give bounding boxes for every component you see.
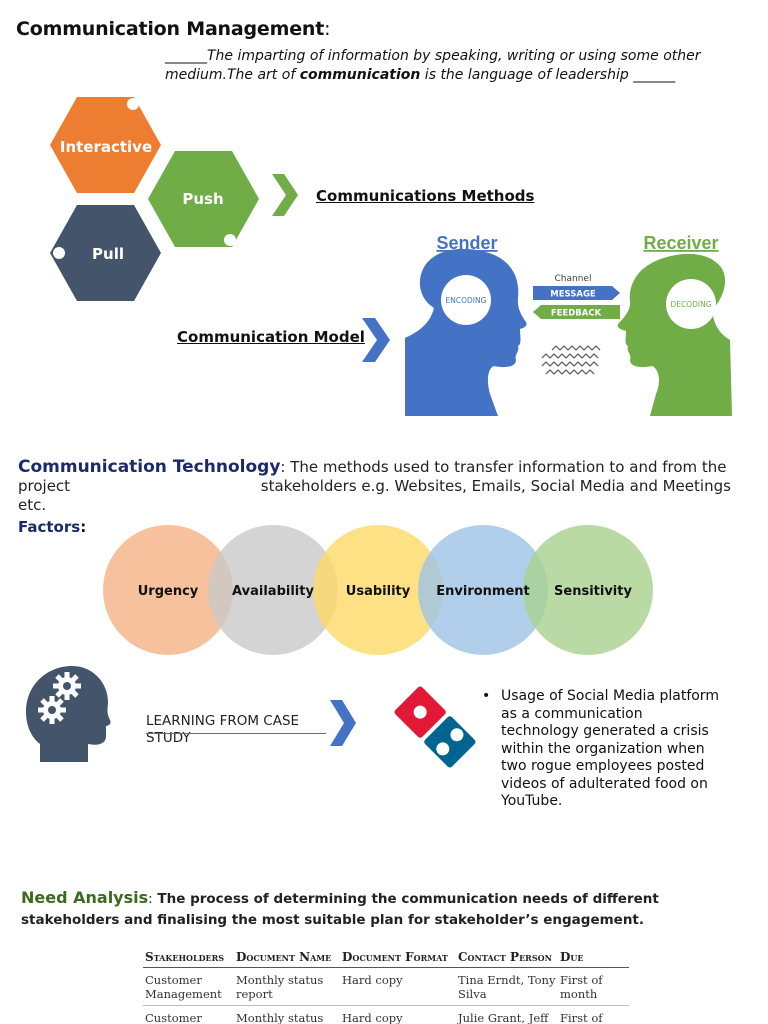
noise-icon <box>541 345 601 375</box>
hexagon-pull: Pull <box>50 205 161 301</box>
factor-circle-environment <box>418 525 548 655</box>
dominos-logo <box>392 684 478 770</box>
table-header: Due <box>558 948 629 968</box>
table-cell: Hard copy <box>340 967 456 1006</box>
feedback-arrow <box>533 305 620 319</box>
bullet-dot: • <box>482 688 491 704</box>
encoding-label: ENCODING <box>446 296 487 305</box>
technology-section: Communication Technology: The methods us… <box>18 457 736 515</box>
hexagon-interactive: Interactive <box>50 97 161 193</box>
hexagon-label-interactive: Interactive <box>60 138 152 156</box>
table-cell: Monthly status report <box>234 967 340 1006</box>
table-cell: Hard copy <box>340 1005 456 1024</box>
chevron-right-icon <box>272 174 298 216</box>
communication-model-diagram: Sender Receiver ENCODING DECODING Channe… <box>405 233 732 416</box>
case-study-label: LEARNING FROM CASE STUDY <box>146 713 300 746</box>
communication-model-label: Communication Model <box>177 328 365 346</box>
hexagon-push: Push <box>148 151 259 247</box>
technology-heading: Communication Technology <box>18 457 281 477</box>
table-row: Customer Management Monthly status repor… <box>143 967 629 1006</box>
factor-label-availability: Availability <box>232 584 314 599</box>
factor-circle-availability <box>208 525 338 655</box>
case-study-bullet: • Usage of Social Media platform as a co… <box>482 688 722 811</box>
sender-head-icon <box>405 248 527 416</box>
message-arrow <box>533 286 620 300</box>
message-label: MESSAGE <box>550 290 596 300</box>
table-cell: First of month <box>558 1005 629 1024</box>
factors-heading: Factors: <box>18 518 87 536</box>
feedback-label: FEEDBACK <box>551 309 602 319</box>
head-gears-icon <box>26 666 111 762</box>
decoding-label: DECODING <box>670 300 711 309</box>
chevron-right-icon <box>330 700 356 746</box>
table-cell: Customer Management <box>143 967 234 1006</box>
hexagon-label-pull: Pull <box>92 245 124 263</box>
factor-circle-usability <box>313 525 443 655</box>
factor-circle-urgency <box>103 525 233 655</box>
channel-label: Channel <box>555 274 592 284</box>
receiver-head-icon <box>617 253 732 416</box>
factor-label-sensitivity: Sensitivity <box>554 584 632 599</box>
methods-hexagons: Interactive Push Pull <box>50 97 259 301</box>
table-header: Document Name <box>234 948 340 968</box>
hexagon-label-push: Push <box>182 190 223 208</box>
table-header: Document Format <box>340 948 456 968</box>
factor-label-urgency: Urgency <box>138 584 199 599</box>
table-header: Stakeholders <box>143 948 234 968</box>
need-analysis-heading: Need Analysis <box>21 888 149 907</box>
chevron-right-icon <box>362 318 390 362</box>
factor-label-usability: Usability <box>346 584 411 599</box>
page-title: Communication Management: <box>16 18 331 40</box>
factors-diagram: Urgency Availability Usability Environment S… <box>103 525 653 655</box>
case-study-underline <box>146 733 326 734</box>
need-analysis-text: The process of determining the communica… <box>21 891 659 928</box>
table-cell: Customer Business Staff <box>143 1005 234 1024</box>
receiver-label: Receiver <box>643 233 718 253</box>
technology-text: The methods used to transfer information… <box>18 458 736 514</box>
stakeholder-table: Stakeholders Document Name Document Form… <box>143 948 629 1024</box>
sender-label: Sender <box>436 233 497 253</box>
definition-quote: ______The imparting of information by sp… <box>165 48 701 83</box>
table-cell: First of month <box>558 967 629 1006</box>
table-cell: Julie Grant, Jeff Martin <box>456 1005 558 1024</box>
factor-label-environment: Environment <box>436 584 530 599</box>
table-header: Contact Person <box>456 948 558 968</box>
need-analysis-section: Need Analysis: The process of determinin… <box>21 888 659 928</box>
case-study-text: Usage of Social Media platform as a comm… <box>501 688 719 809</box>
table-row: Customer Business Staff Monthly status r… <box>143 1005 629 1024</box>
table-cell: Tina Erndt, Tony Silva <box>456 967 558 1006</box>
communications-methods-label: Communications Methods <box>316 187 535 205</box>
factor-circle-sensitivity <box>523 525 653 655</box>
table-cell: Monthly status report <box>234 1005 340 1024</box>
